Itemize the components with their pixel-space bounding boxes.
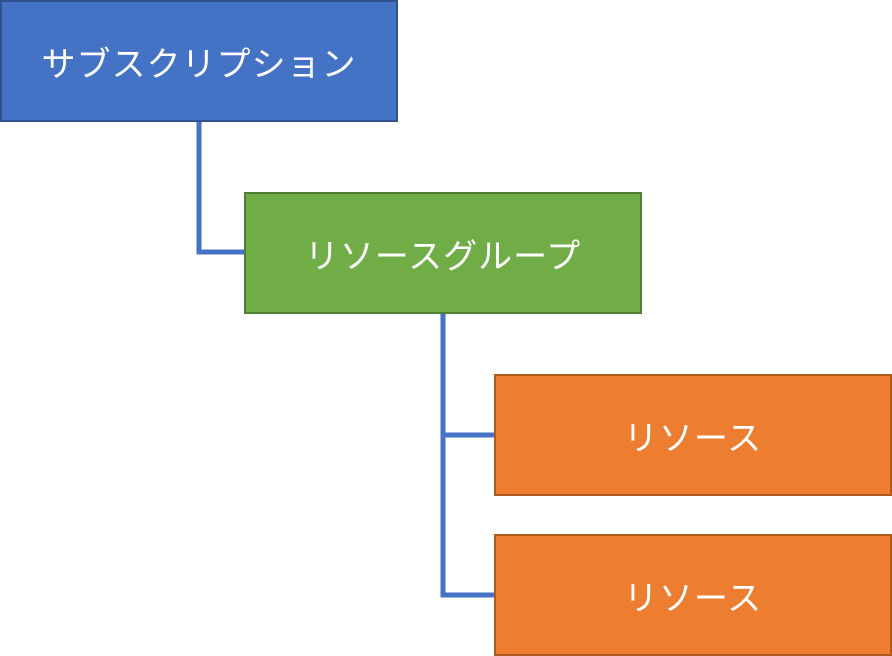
resource-node: リソース bbox=[494, 534, 892, 656]
resource-label: リソース bbox=[623, 578, 763, 619]
subscription-label: サブスクリプション bbox=[41, 44, 357, 85]
resource-label: リソース bbox=[623, 418, 763, 459]
connector-resource-group-to-resource-1 bbox=[440, 314, 494, 438]
connector-subscription-to-resource-group bbox=[196, 122, 244, 255]
resource-group-label: リソースグループ bbox=[304, 236, 582, 277]
resource-node: リソース bbox=[494, 374, 892, 496]
connector-resource-group-to-resource-2 bbox=[440, 435, 494, 598]
subscription-node: サブスクリプション bbox=[0, 0, 398, 122]
resource-group-node: リソースグループ bbox=[244, 192, 642, 314]
